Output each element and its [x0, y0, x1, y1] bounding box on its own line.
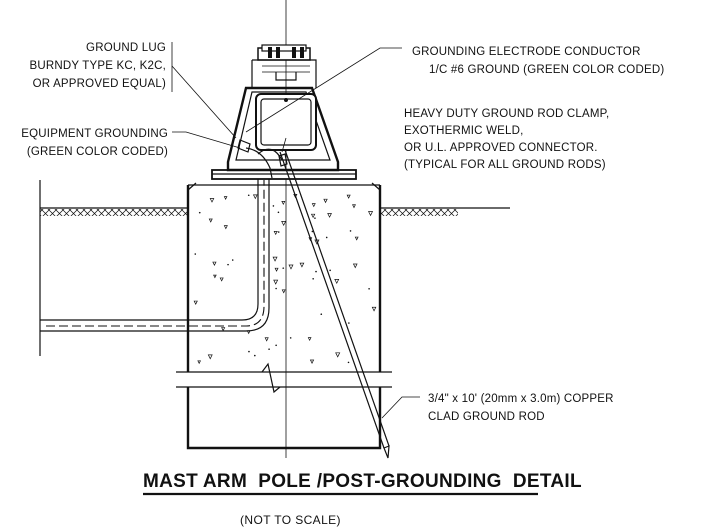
detail-title-block: MAST ARM POLE /POST-GROUNDING DETAIL (NO…: [143, 471, 582, 527]
concrete-foundation: [176, 182, 392, 450]
grounding-wires: [237, 139, 288, 179]
equipment-grounding-line-2: (GREEN COLOR CODED): [27, 146, 168, 158]
ground-lug-line-1: GROUND LUG: [86, 42, 166, 54]
label-ground-rod-clamp: HEAVY DUTY GROUND ROD CLAMP, EXOTHERMIC …: [404, 108, 609, 171]
clamp-line-3: OR U.L. APPROVED CONNECTOR.: [404, 142, 598, 154]
clamp-line-1: HEAVY DUTY GROUND ROD CLAMP,: [404, 108, 609, 120]
clamp-line-2: EXOTHERMIC WELD,: [404, 125, 524, 137]
detail-title: MAST ARM POLE /POST-GROUNDING DETAIL: [143, 471, 582, 492]
concrete-aggregate: [193, 193, 377, 365]
label-ground-lug: GROUND LUG BURNDY TYPE KC, K2C, OR APPRO…: [29, 42, 166, 90]
grounding-electrode-line-1: GROUNDING ELECTRODE CONDUCTOR: [412, 46, 641, 58]
equipment-grounding-line-1: EQUIPMENT GROUNDING: [21, 128, 168, 140]
detail-subtitle: (NOT TO SCALE): [240, 513, 341, 527]
ground-lug-line-3: OR APPROVED EQUAL): [33, 78, 166, 90]
earth-surface: [39, 180, 510, 356]
ground-rod-line-1: 3/4" x 10' (20mm x 3.0m) COPPER: [428, 393, 614, 405]
label-ground-rod: 3/4" x 10' (20mm x 3.0m) COPPER CLAD GRO…: [428, 393, 614, 423]
ground-rod: [279, 149, 390, 459]
ground-lug-line-2: BURNDY TYPE KC, K2C,: [29, 60, 166, 72]
conduit: [40, 176, 270, 332]
label-equipment-grounding: EQUIPMENT GROUNDING (GREEN COLOR CODED): [21, 128, 168, 158]
label-grounding-electrode: GROUNDING ELECTRODE CONDUCTOR 1/C #6 GRO…: [412, 46, 664, 76]
ground-rod-line-2: CLAD GROUND ROD: [428, 411, 545, 423]
clamp-line-4: (TYPICAL FOR ALL GROUND RODS): [404, 159, 606, 171]
grounding-electrode-line-2: 1/C #6 GROUND (GREEN COLOR CODED): [429, 64, 664, 76]
leader-lines: [171, 42, 420, 419]
pole-base: [211, 44, 357, 180]
